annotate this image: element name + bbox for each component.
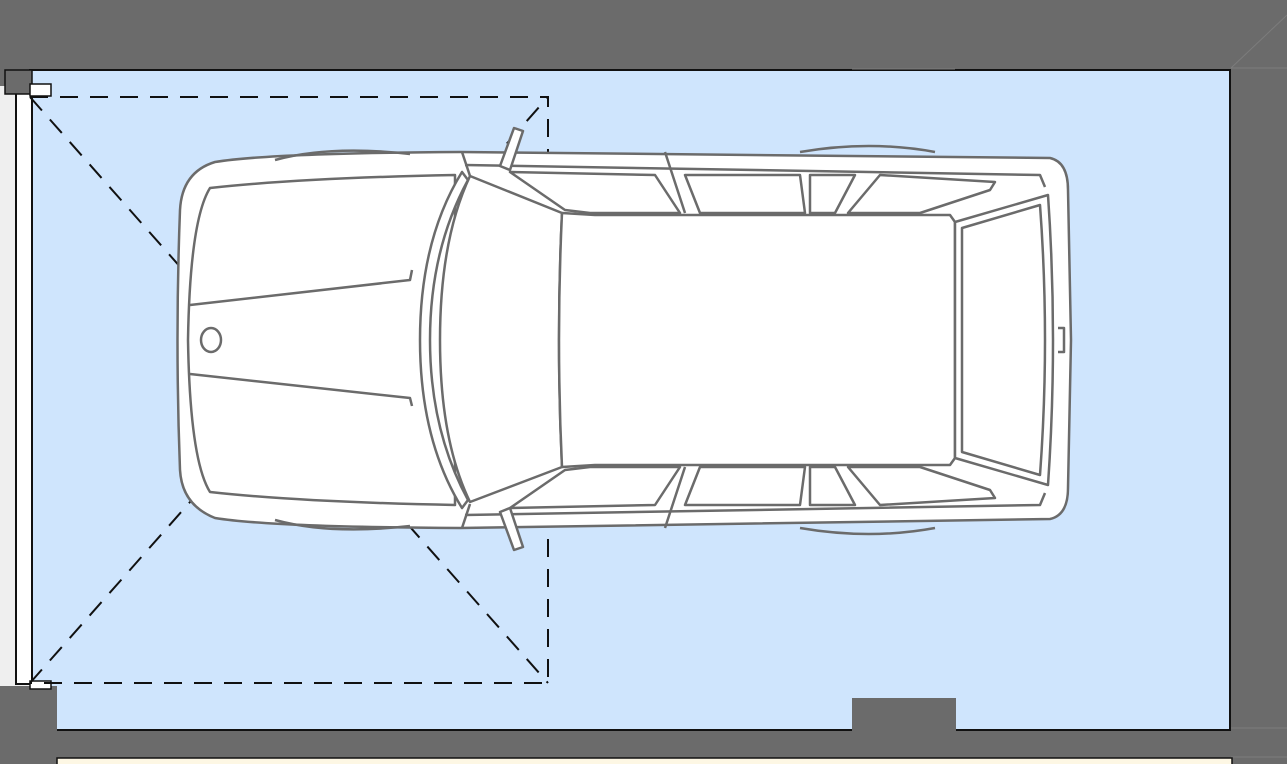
hood-crease-bottom: [189, 372, 414, 407]
right-pillar-b: [460, 503, 472, 529]
left-sill-line: [464, 163, 1047, 188]
windshield-glass: [438, 174, 564, 504]
right-pillar-a: [663, 466, 687, 529]
door-stop-bottom: [29, 680, 52, 690]
hood-crease-top: [189, 269, 414, 307]
roof: [557, 211, 957, 469]
wall-corner-mark: [852, 14, 1287, 758]
left-window-mid: [683, 173, 807, 215]
door-stop-top: [29, 83, 52, 97]
rear-right-arch: [799, 526, 936, 536]
hood: [186, 173, 457, 507]
garage-door[interactable]: [15, 89, 33, 685]
adjacent-room[interactable]: [56, 757, 1233, 764]
rear-window: [953, 193, 1055, 487]
car[interactable]: [176, 126, 1073, 552]
right-sill-line: [464, 492, 1047, 517]
windshield: [418, 170, 470, 510]
right-window-mid: [683, 465, 807, 507]
left-pillar-b: [460, 151, 472, 177]
door-jamb-top: [4, 69, 33, 95]
left-pillar-a: [663, 151, 687, 214]
rear-window-inner: [960, 203, 1047, 477]
wall-pillar: [852, 698, 956, 732]
left-mirror: [498, 126, 525, 172]
tailgate-handle: [1058, 326, 1066, 354]
right-window-cargo: [846, 465, 997, 507]
left-window-cargo: [846, 173, 997, 215]
rear-left-arch: [799, 144, 936, 154]
hood-emblem: [199, 326, 223, 354]
left-window-front: [508, 170, 682, 215]
door-jamb-bottom: [5, 686, 57, 764]
right-mirror: [498, 506, 525, 552]
front-right-arch: [274, 518, 411, 531]
front-left-arch: [274, 149, 411, 162]
right-window-rear: [808, 465, 857, 507]
left-window-rear: [808, 173, 857, 215]
right-window-front: [508, 465, 682, 510]
